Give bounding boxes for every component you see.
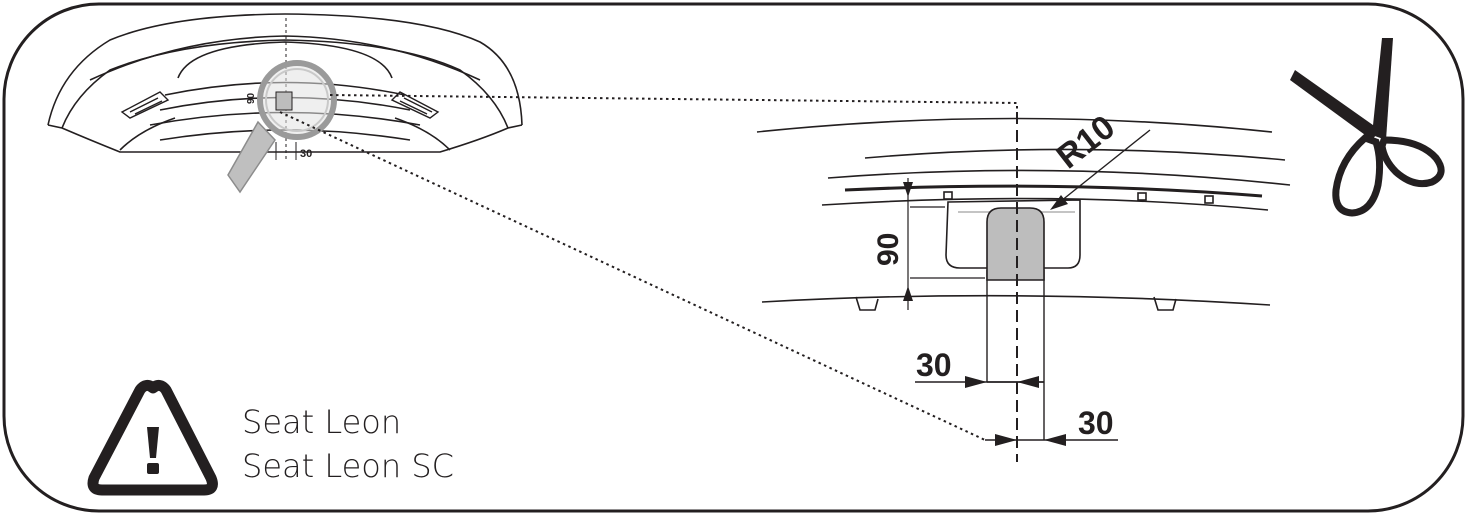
scissors-icon: [1290, 38, 1445, 217]
magnifier-icon: [227, 60, 337, 194]
cut-detail-drawing: [756, 117, 1291, 446]
vehicle-model-list: Seat Leon Seat Leon SC: [242, 400, 454, 488]
thumbnail-height-label: 90: [246, 92, 257, 104]
height-label: 90: [872, 233, 905, 266]
vehicle-model-item: Seat Leon: [242, 403, 402, 441]
width-label-upper: 30: [916, 347, 952, 383]
left-vent: [120, 91, 170, 119]
width-label-lower: 30: [1078, 405, 1114, 441]
vehicle-model-item: Seat Leon SC: [242, 447, 454, 485]
zoom-leader-lines: [279, 94, 1018, 441]
right-vent: [390, 91, 440, 119]
warning-triangle-icon: [87, 379, 218, 496]
cutout-area: [986, 207, 1045, 281]
thumbnail-width-label: 30: [300, 148, 312, 160]
